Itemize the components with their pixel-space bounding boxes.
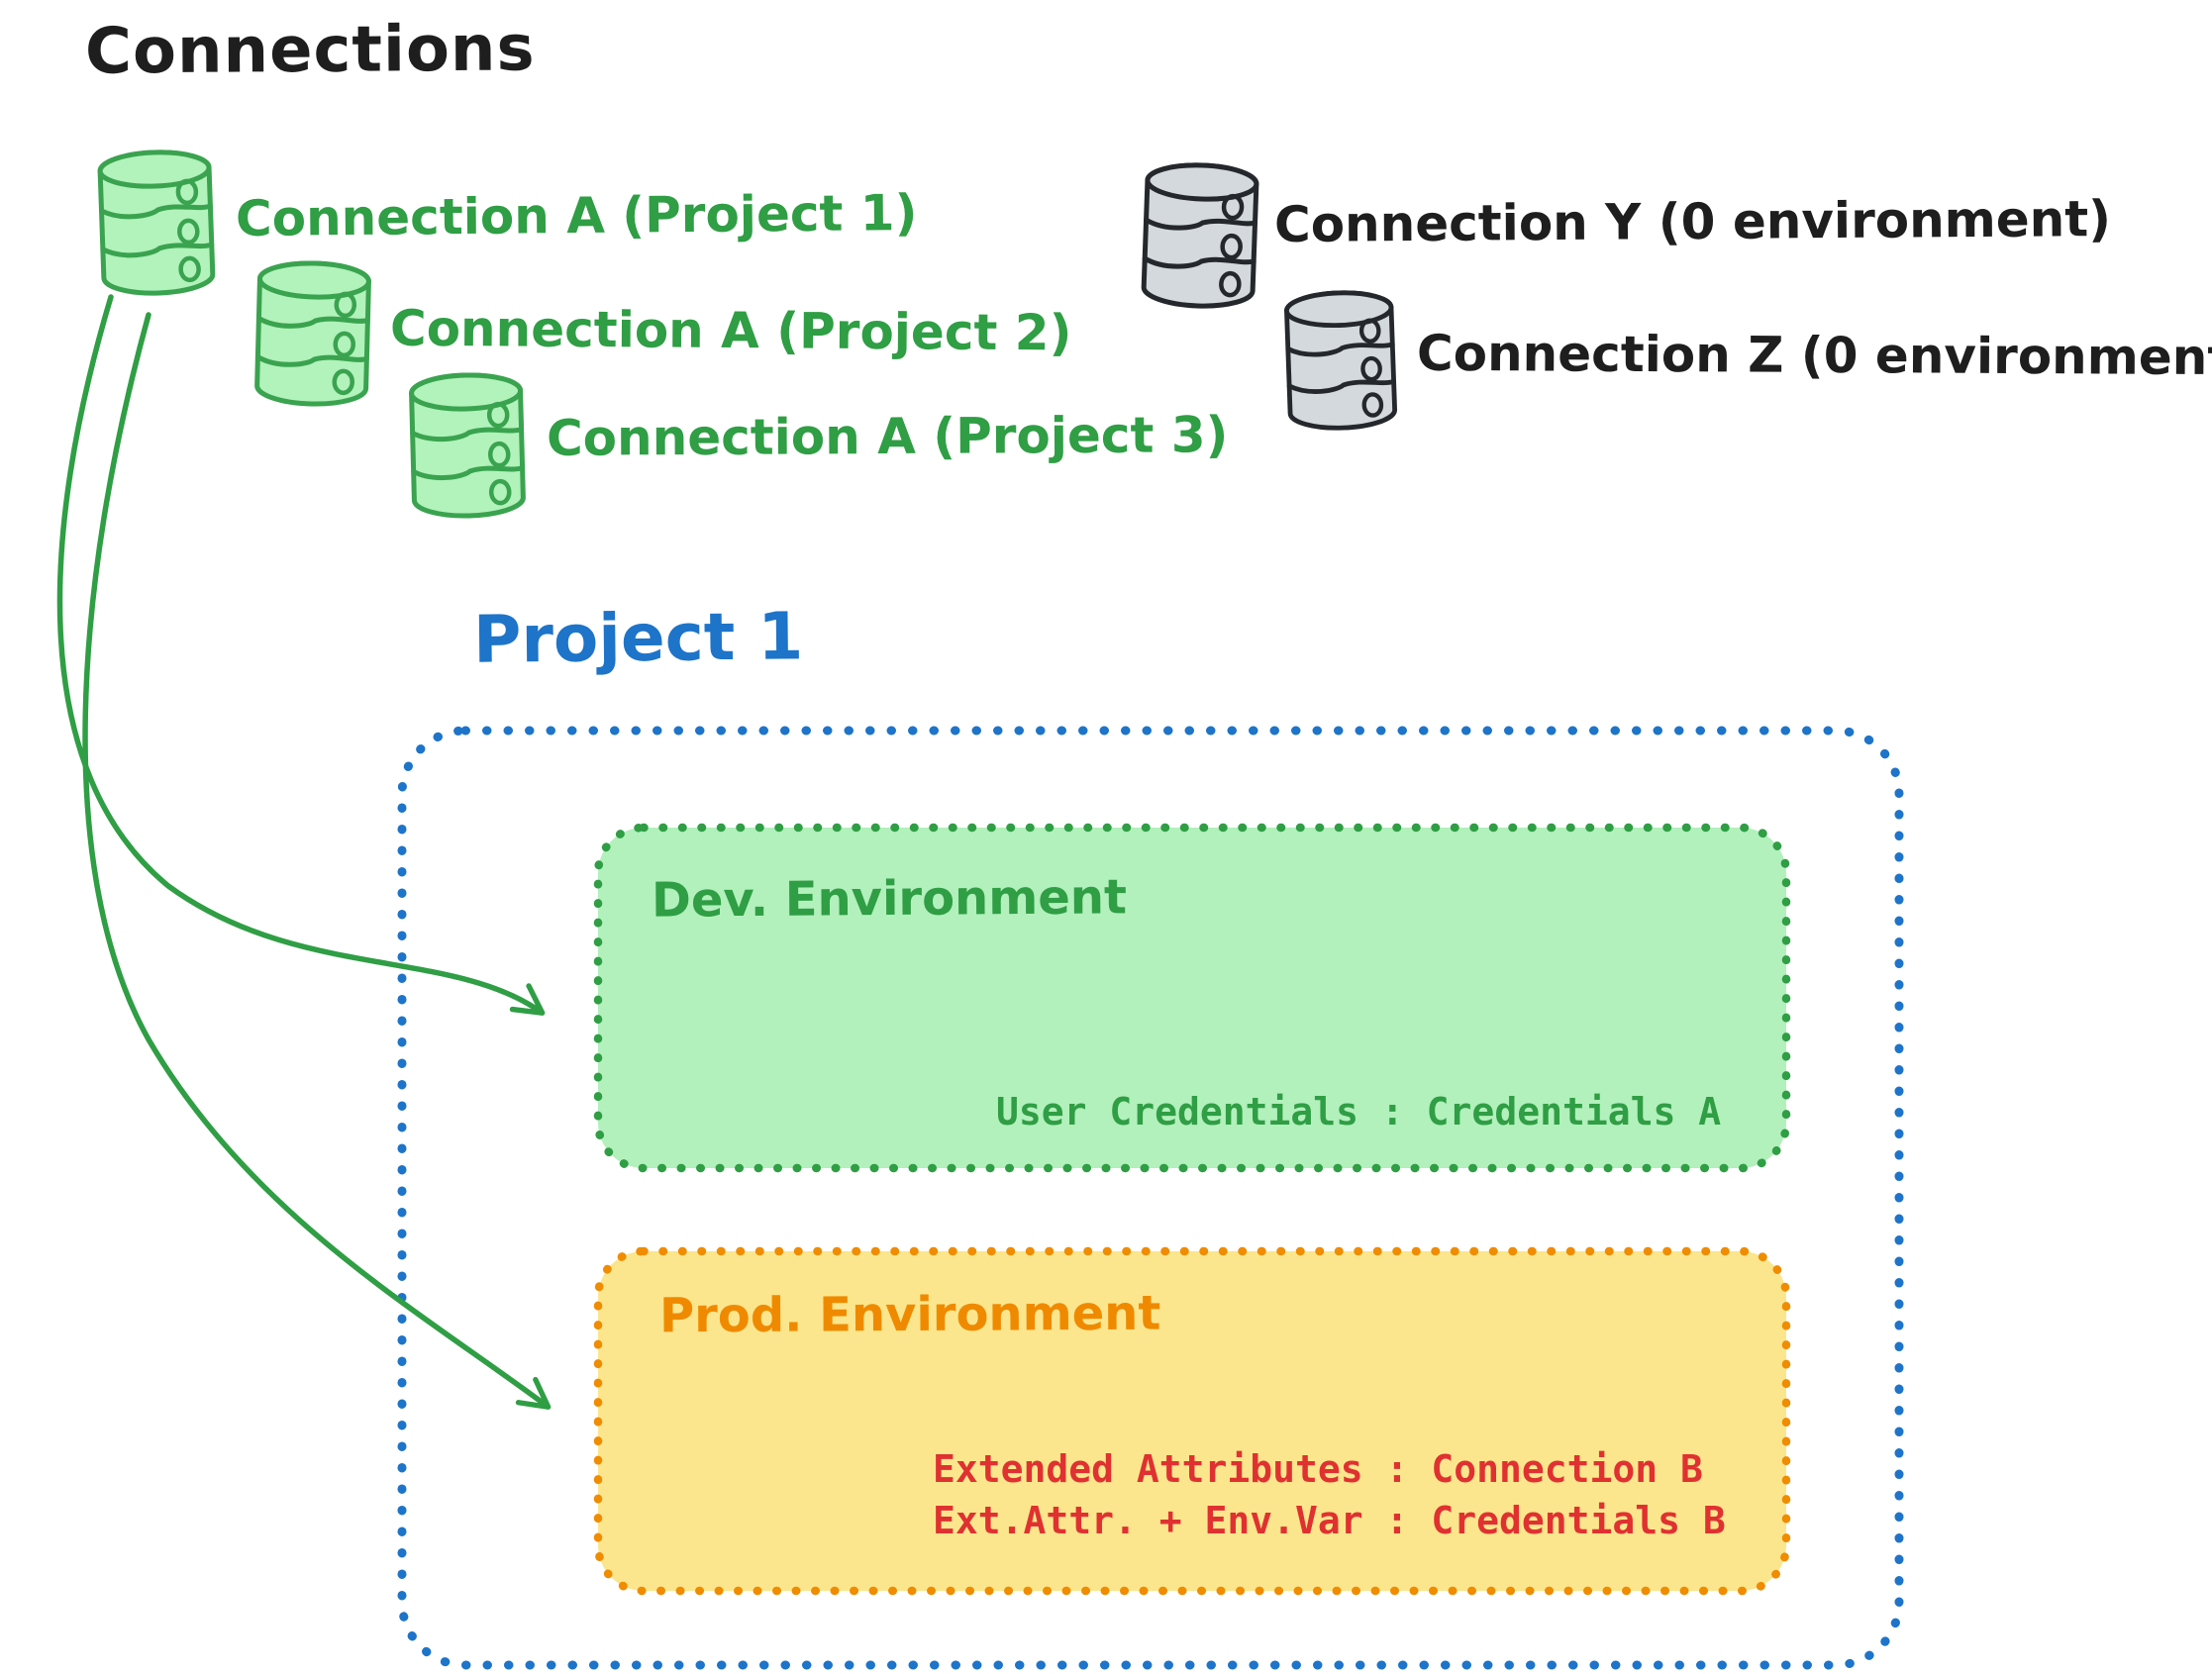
arrow-connection-a-to-prod-environment: [82, 312, 552, 1410]
dev-environment-box: [593, 823, 1791, 1173]
connection-a-project-2-label: Connection A (Project 2): [389, 299, 1072, 362]
connection-z-label: Connection Z (0 environment): [1416, 324, 2212, 387]
connection-a-project-1-label: Connection A (Project 1): [235, 183, 918, 248]
database-icon-connection-a-project-1: [100, 150, 214, 295]
prod-environment-credentials-mappings: Extended Attributes : Connection B Ext.A…: [933, 1443, 1726, 1546]
database-icon-connection-z: [1286, 291, 1395, 430]
project-1-title: Project 1: [472, 598, 804, 678]
database-icon-connection-a-project-2: [256, 262, 369, 406]
prod-environment-box: [593, 1246, 1791, 1596]
prod-environment-title: Prod. Environment: [658, 1285, 1161, 1344]
database-icon-connection-a-project-3: [411, 374, 524, 518]
project-1-container-box: [397, 726, 1904, 1670]
prod-environment-mapping-line-2: Ext.Attr. + Env.Var : Credentials B: [933, 1499, 1726, 1542]
arrow-connection-a-to-dev-environment: [56, 294, 546, 1016]
prod-environment-mapping-line-1: Extended Attributes : Connection B: [933, 1447, 1703, 1491]
page-title: Connections: [84, 12, 536, 89]
dev-environment-credentials-mapping: User Credentials : Credentials A: [996, 1090, 1722, 1133]
dev-environment-title: Dev. Environment: [651, 869, 1128, 929]
connection-y-label: Connection Y (0 environment): [1273, 190, 2112, 253]
database-icon-connection-y: [1144, 163, 1257, 308]
connection-a-project-3-label: Connection A (Project 3): [546, 406, 1229, 467]
